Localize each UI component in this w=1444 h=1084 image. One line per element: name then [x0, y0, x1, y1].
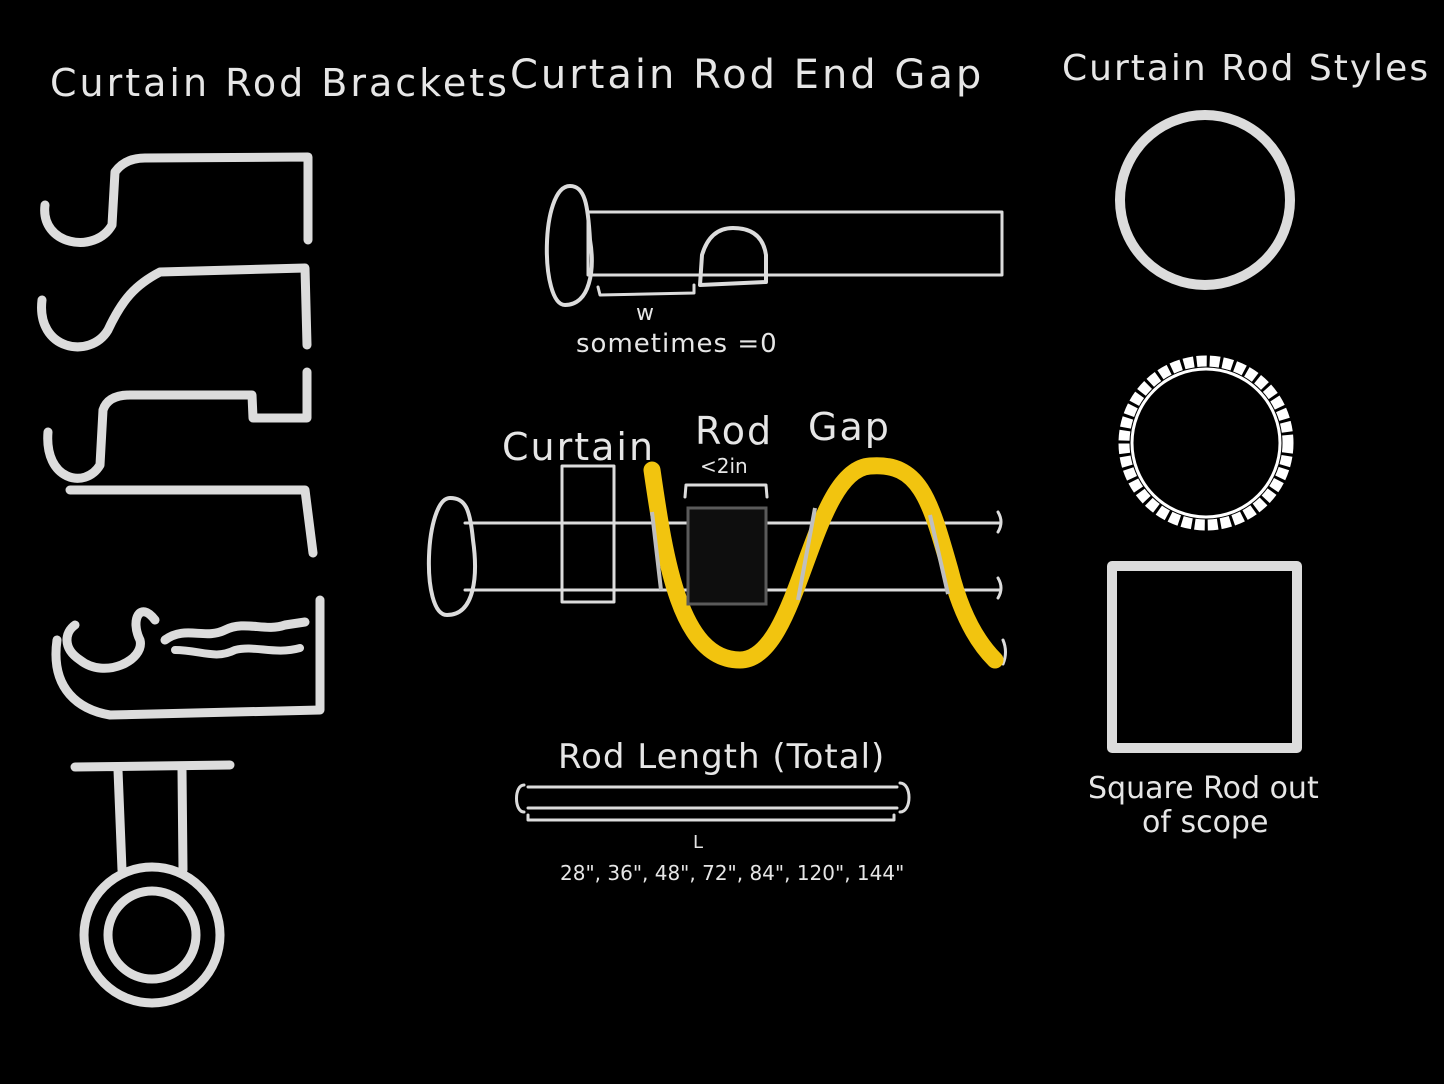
- lengths-label: 28", 36", 48", 72", 84", 120", 144": [560, 861, 904, 885]
- top-bracket-dome: [698, 226, 768, 287]
- bracket-hook-3-lower: [65, 485, 318, 558]
- bracket-hook-4: [51, 595, 325, 720]
- gap-limit-label: <2in: [700, 454, 748, 478]
- bracket-hook-4-ridges: [171, 644, 304, 659]
- square-rod-style: [1107, 561, 1302, 753]
- brackets-section: Curtain Rod Brackets: [25, 61, 510, 1020]
- gap-label: Gap: [808, 405, 891, 449]
- brackets-title: Curtain Rod Brackets: [50, 61, 510, 105]
- length-symbol: L: [693, 832, 703, 853]
- end-gap-section: Curtain Rod End Gap w sometimes =0 Curta…: [426, 52, 1007, 885]
- brackets-backing: [25, 130, 325, 1020]
- main-rod-breaks: [996, 510, 1007, 666]
- bracket-ring-inner: [103, 886, 201, 984]
- bracket-hook-3: [43, 367, 312, 483]
- bracket-ring-outer: [79, 862, 225, 1008]
- square-note-line1: Square Rod out: [1088, 771, 1319, 806]
- gap-limit-bracket: [683, 483, 769, 499]
- bracket-hook-1: [40, 152, 313, 247]
- curtain-wave: [643, 457, 1004, 669]
- end-gap-title: Curtain Rod End Gap: [510, 52, 984, 98]
- main-finial: [426, 496, 477, 617]
- rod-bracket-block: [686, 506, 768, 606]
- styles-title: Curtain Rod Styles: [1062, 48, 1430, 89]
- curtain-ring: [560, 464, 616, 604]
- styles-section: Curtain Rod Styles Square Rod out of sco…: [1062, 48, 1430, 840]
- bracket-hook-2: [37, 263, 312, 352]
- bracket-ring-stem: [70, 760, 235, 875]
- curtain-wave-shadow: [650, 507, 950, 601]
- w-label: w: [636, 301, 654, 326]
- round-rod-style: [1115, 110, 1295, 290]
- w-bracket-line: [596, 283, 696, 297]
- length-rod-ends: [515, 781, 911, 814]
- curtain-label: Curtain: [502, 425, 655, 469]
- sometimes-label: sometimes =0: [576, 329, 778, 359]
- square-note-line2: of scope: [1142, 805, 1268, 840]
- fluted-rod-style-inner: [1130, 367, 1282, 519]
- top-rod: [586, 210, 1004, 277]
- fluted-rod-style: [1118, 355, 1294, 531]
- length-rod: [526, 785, 899, 822]
- length-title: Rod Length (Total): [558, 737, 885, 777]
- rod-label: Rod: [695, 409, 773, 453]
- top-finial: [544, 184, 594, 307]
